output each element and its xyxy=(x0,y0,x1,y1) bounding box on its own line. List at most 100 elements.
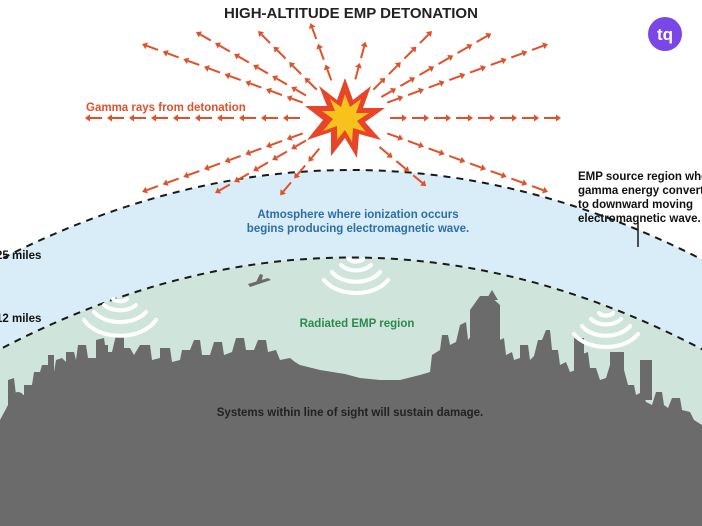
gamma-ray-arrowhead xyxy=(360,41,368,48)
gamma-ray-arrowhead xyxy=(500,171,507,179)
gamma-ray-arrowhead xyxy=(142,186,148,194)
radiated-region-label: Radiated EMP region xyxy=(300,318,415,330)
gamma-ray-dash xyxy=(448,155,461,162)
gamma-ray-arrowhead xyxy=(272,154,279,161)
gamma-ray-arrowhead xyxy=(490,114,495,122)
gamma-ray-arrowhead xyxy=(409,76,416,84)
gamma-ray-arrowhead xyxy=(162,179,169,186)
gamma-ray-dash xyxy=(510,52,523,59)
gamma-ray-arrowhead xyxy=(85,114,90,122)
atmosphere-label-line1: Atmosphere where ionization occurs xyxy=(257,209,458,221)
gamma-ray-dash xyxy=(270,139,283,146)
city-skyline xyxy=(0,290,702,526)
gamma-ray-arrowhead xyxy=(459,72,466,80)
airplane-icon xyxy=(248,274,271,287)
gamma-ray-arrowhead xyxy=(446,114,451,122)
gamma-ray-dash xyxy=(218,183,231,192)
gamma-ray-arrowhead xyxy=(253,64,260,71)
gamma-ray-arrowhead xyxy=(480,65,486,72)
gamma-ray-arrowhead xyxy=(402,114,407,122)
gamma-ray-dash xyxy=(418,68,431,76)
gamma-ray-arrowhead xyxy=(280,189,286,196)
gamma-ray-arrowhead xyxy=(418,141,424,149)
gamma-ray-arrowhead xyxy=(272,75,279,82)
gamma-ray-dash xyxy=(372,80,383,91)
gamma-ray-arrowhead xyxy=(304,77,311,84)
gamma-ray-dash xyxy=(457,46,469,54)
gamma-ray-dash xyxy=(307,80,318,91)
gamma-ray-dash xyxy=(218,44,231,53)
gamma-ray-arrowhead xyxy=(438,149,445,156)
gamma-ray-arrowhead xyxy=(512,114,517,122)
gamma-ray-arrowhead xyxy=(266,141,272,149)
gamma-ray-dash xyxy=(386,97,399,104)
gamma-ray-arrowhead xyxy=(245,149,252,156)
gamma-ray-arrows xyxy=(85,23,561,196)
gamma-ray-dash xyxy=(291,132,304,139)
gamma-ray-arrowhead xyxy=(521,179,528,186)
gamma-ray-arrowhead xyxy=(217,114,222,122)
gamma-ray-arrowhead xyxy=(183,57,190,65)
gamma-ray-arrowhead xyxy=(204,65,210,72)
gamma-ray-arrowhead xyxy=(466,43,473,51)
gamma-ray-arrowhead xyxy=(323,64,331,71)
gamma-ray-arrowhead xyxy=(420,180,427,187)
gamma-ray-dash xyxy=(208,162,221,169)
gamma-ray-arrowhead xyxy=(459,156,466,164)
gamma-ray-dash xyxy=(257,66,269,75)
ground-arc xyxy=(0,383,702,472)
logo-text: tq xyxy=(657,25,673,44)
gamma-ray-arrowhead xyxy=(258,31,265,38)
gamma-ray-dash xyxy=(490,170,503,177)
emp-source-label-line1: EMP source region where xyxy=(578,171,702,183)
gamma-ray-dash xyxy=(469,162,482,169)
gamma-ray-dash xyxy=(419,33,430,44)
emp-source-label-line4: electromagnetic wave. xyxy=(578,213,701,225)
emp-wave-icon xyxy=(82,297,158,338)
gamma-ray-arrowhead xyxy=(266,87,272,95)
gamma-ray-dash xyxy=(276,150,288,159)
emp-source-label-line2: gamma energy converts xyxy=(578,185,702,197)
gamma-ray-dash xyxy=(510,177,523,184)
gamma-ray-arrowhead xyxy=(397,95,404,102)
gamma-ray-dash xyxy=(407,139,420,146)
gamma-ray-dash xyxy=(531,44,544,51)
tq-logo-icon: tq xyxy=(648,17,682,51)
gamma-ray-arrowhead xyxy=(542,186,548,194)
gamma-ray-dash xyxy=(291,64,302,75)
gamma-ray-arrowhead xyxy=(425,31,432,38)
gamma-ray-dash xyxy=(412,174,424,184)
gamma-ray-dash xyxy=(296,164,306,176)
gamma-ray-arrowhead xyxy=(107,114,112,122)
gamma-ray-dash xyxy=(295,139,307,148)
gamma-ray-arrowhead xyxy=(355,62,362,69)
gamma-ray-dash xyxy=(237,55,250,64)
gamma-ray-dash xyxy=(295,88,307,97)
gamma-ray-dash xyxy=(229,74,242,81)
gamma-ray-dash xyxy=(354,67,360,80)
gamma-ray-arrowhead xyxy=(291,143,298,150)
gamma-ray-dash xyxy=(531,185,544,192)
gamma-ray-dash xyxy=(249,82,262,89)
explosion-burst-icon xyxy=(305,78,385,158)
gamma-ray-arrowhead xyxy=(308,23,316,29)
gamma-ray-arrowhead xyxy=(215,187,222,194)
gamma-ray-arrowhead xyxy=(428,65,435,73)
gamma-ray-dash xyxy=(326,68,333,81)
gamma-ray-dash xyxy=(318,48,325,61)
altitude-12-label: 12 miles xyxy=(0,313,41,325)
gamma-ray-dash xyxy=(276,49,287,60)
gamma-ray-dash xyxy=(282,181,292,193)
gamma-ray-arrowhead xyxy=(424,114,429,122)
gamma-ray-dash xyxy=(360,46,366,59)
gamma-ray-dash xyxy=(237,172,250,181)
gamma-ray-dash xyxy=(395,160,407,170)
gamma-ray-arrowhead xyxy=(403,166,410,172)
gamma-ray-arrowhead xyxy=(224,72,231,80)
gamma-ray-dash xyxy=(378,146,390,156)
gamma-ray-dash xyxy=(146,44,159,51)
gamma-ray-dash xyxy=(167,177,180,184)
emp-source-label-line3: to downward moving xyxy=(578,199,693,211)
gamma-ray-arrowhead xyxy=(286,95,293,102)
